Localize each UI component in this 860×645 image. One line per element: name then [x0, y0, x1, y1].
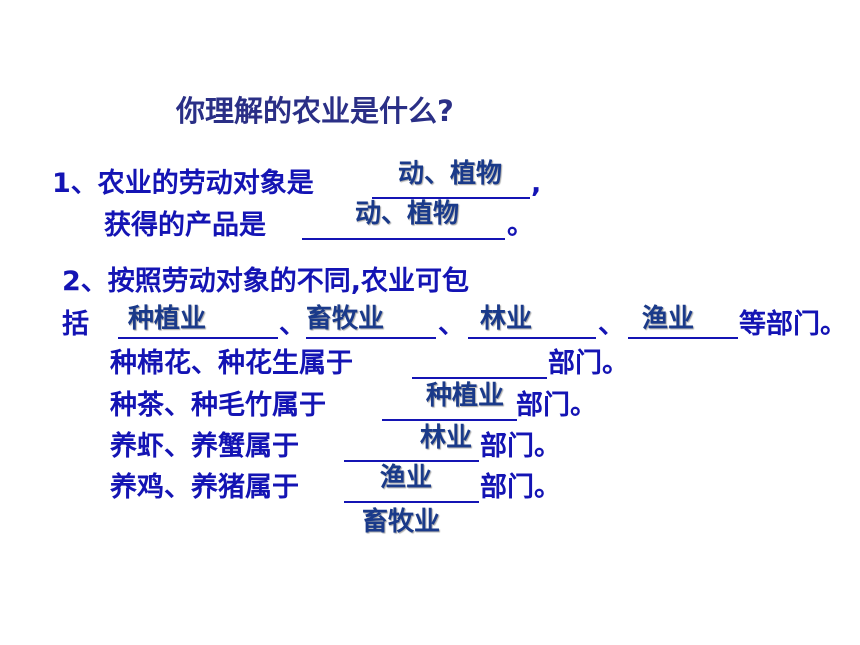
q1-line1-end: ,: [531, 168, 542, 199]
q2-sub-answer-4: 畜牧业: [362, 507, 441, 537]
q2-sub1-text: 种棉花、种花生属于: [110, 348, 353, 379]
q1-answer-2: 动、植物: [355, 199, 460, 229]
q1-line2-end: 。: [507, 210, 534, 241]
q2-sub2-end: 部门。: [516, 390, 597, 421]
slide-title: 你理解的农业是什么?: [176, 94, 454, 128]
q2-answer-4: 渔业: [642, 304, 695, 334]
q2-sep-2: 、: [438, 309, 465, 340]
q2-sub2-text: 种茶、种毛竹属于: [110, 390, 326, 421]
q2-sub4-text: 养鸡、养猪属于: [110, 472, 299, 503]
q2-line2-lead: 括: [62, 309, 89, 340]
q1-line2-text: 获得的产品是: [104, 210, 266, 241]
q2-blank-2: [306, 337, 436, 339]
q2-answer-2: 畜牧业: [306, 304, 385, 334]
q2-sub2-blank: [382, 419, 517, 421]
q2-blank-1: [118, 337, 278, 339]
q2-sub4-end: 部门。: [480, 472, 561, 503]
q2-sep-1: 、: [279, 309, 306, 340]
q2-sub-answer-3: 渔业: [380, 463, 433, 493]
q2-sub3-end: 部门。: [480, 431, 561, 462]
q1-line1-text: 1、农业的劳动对象是: [52, 168, 314, 199]
q2-sub1-end: 部门。: [548, 348, 629, 379]
q1-blank-2: [302, 238, 505, 240]
q2-sub3-blank: [344, 460, 479, 462]
q2-answer-1: 种植业: [128, 304, 207, 334]
q1-blank-1: [372, 197, 530, 199]
q2-sub3-text: 养虾、养蟹属于: [110, 431, 299, 462]
q2-sub-answer-1: 种植业: [426, 381, 505, 411]
q2-sep-3: 、: [598, 309, 625, 340]
q2-sub-answer-2: 林业: [420, 423, 473, 453]
q2-answer-3: 林业: [480, 304, 533, 334]
q2-line2-end: 等部门。: [739, 309, 847, 340]
q2-sub1-blank: [412, 377, 547, 379]
q2-sub4-blank: [344, 501, 479, 503]
q1-answer-1: 动、植物: [398, 159, 503, 189]
q2-line1: 2、按照劳动对象的不同,农业可包: [62, 266, 470, 297]
q2-blank-3: [468, 337, 596, 339]
q2-blank-4: [628, 337, 738, 339]
